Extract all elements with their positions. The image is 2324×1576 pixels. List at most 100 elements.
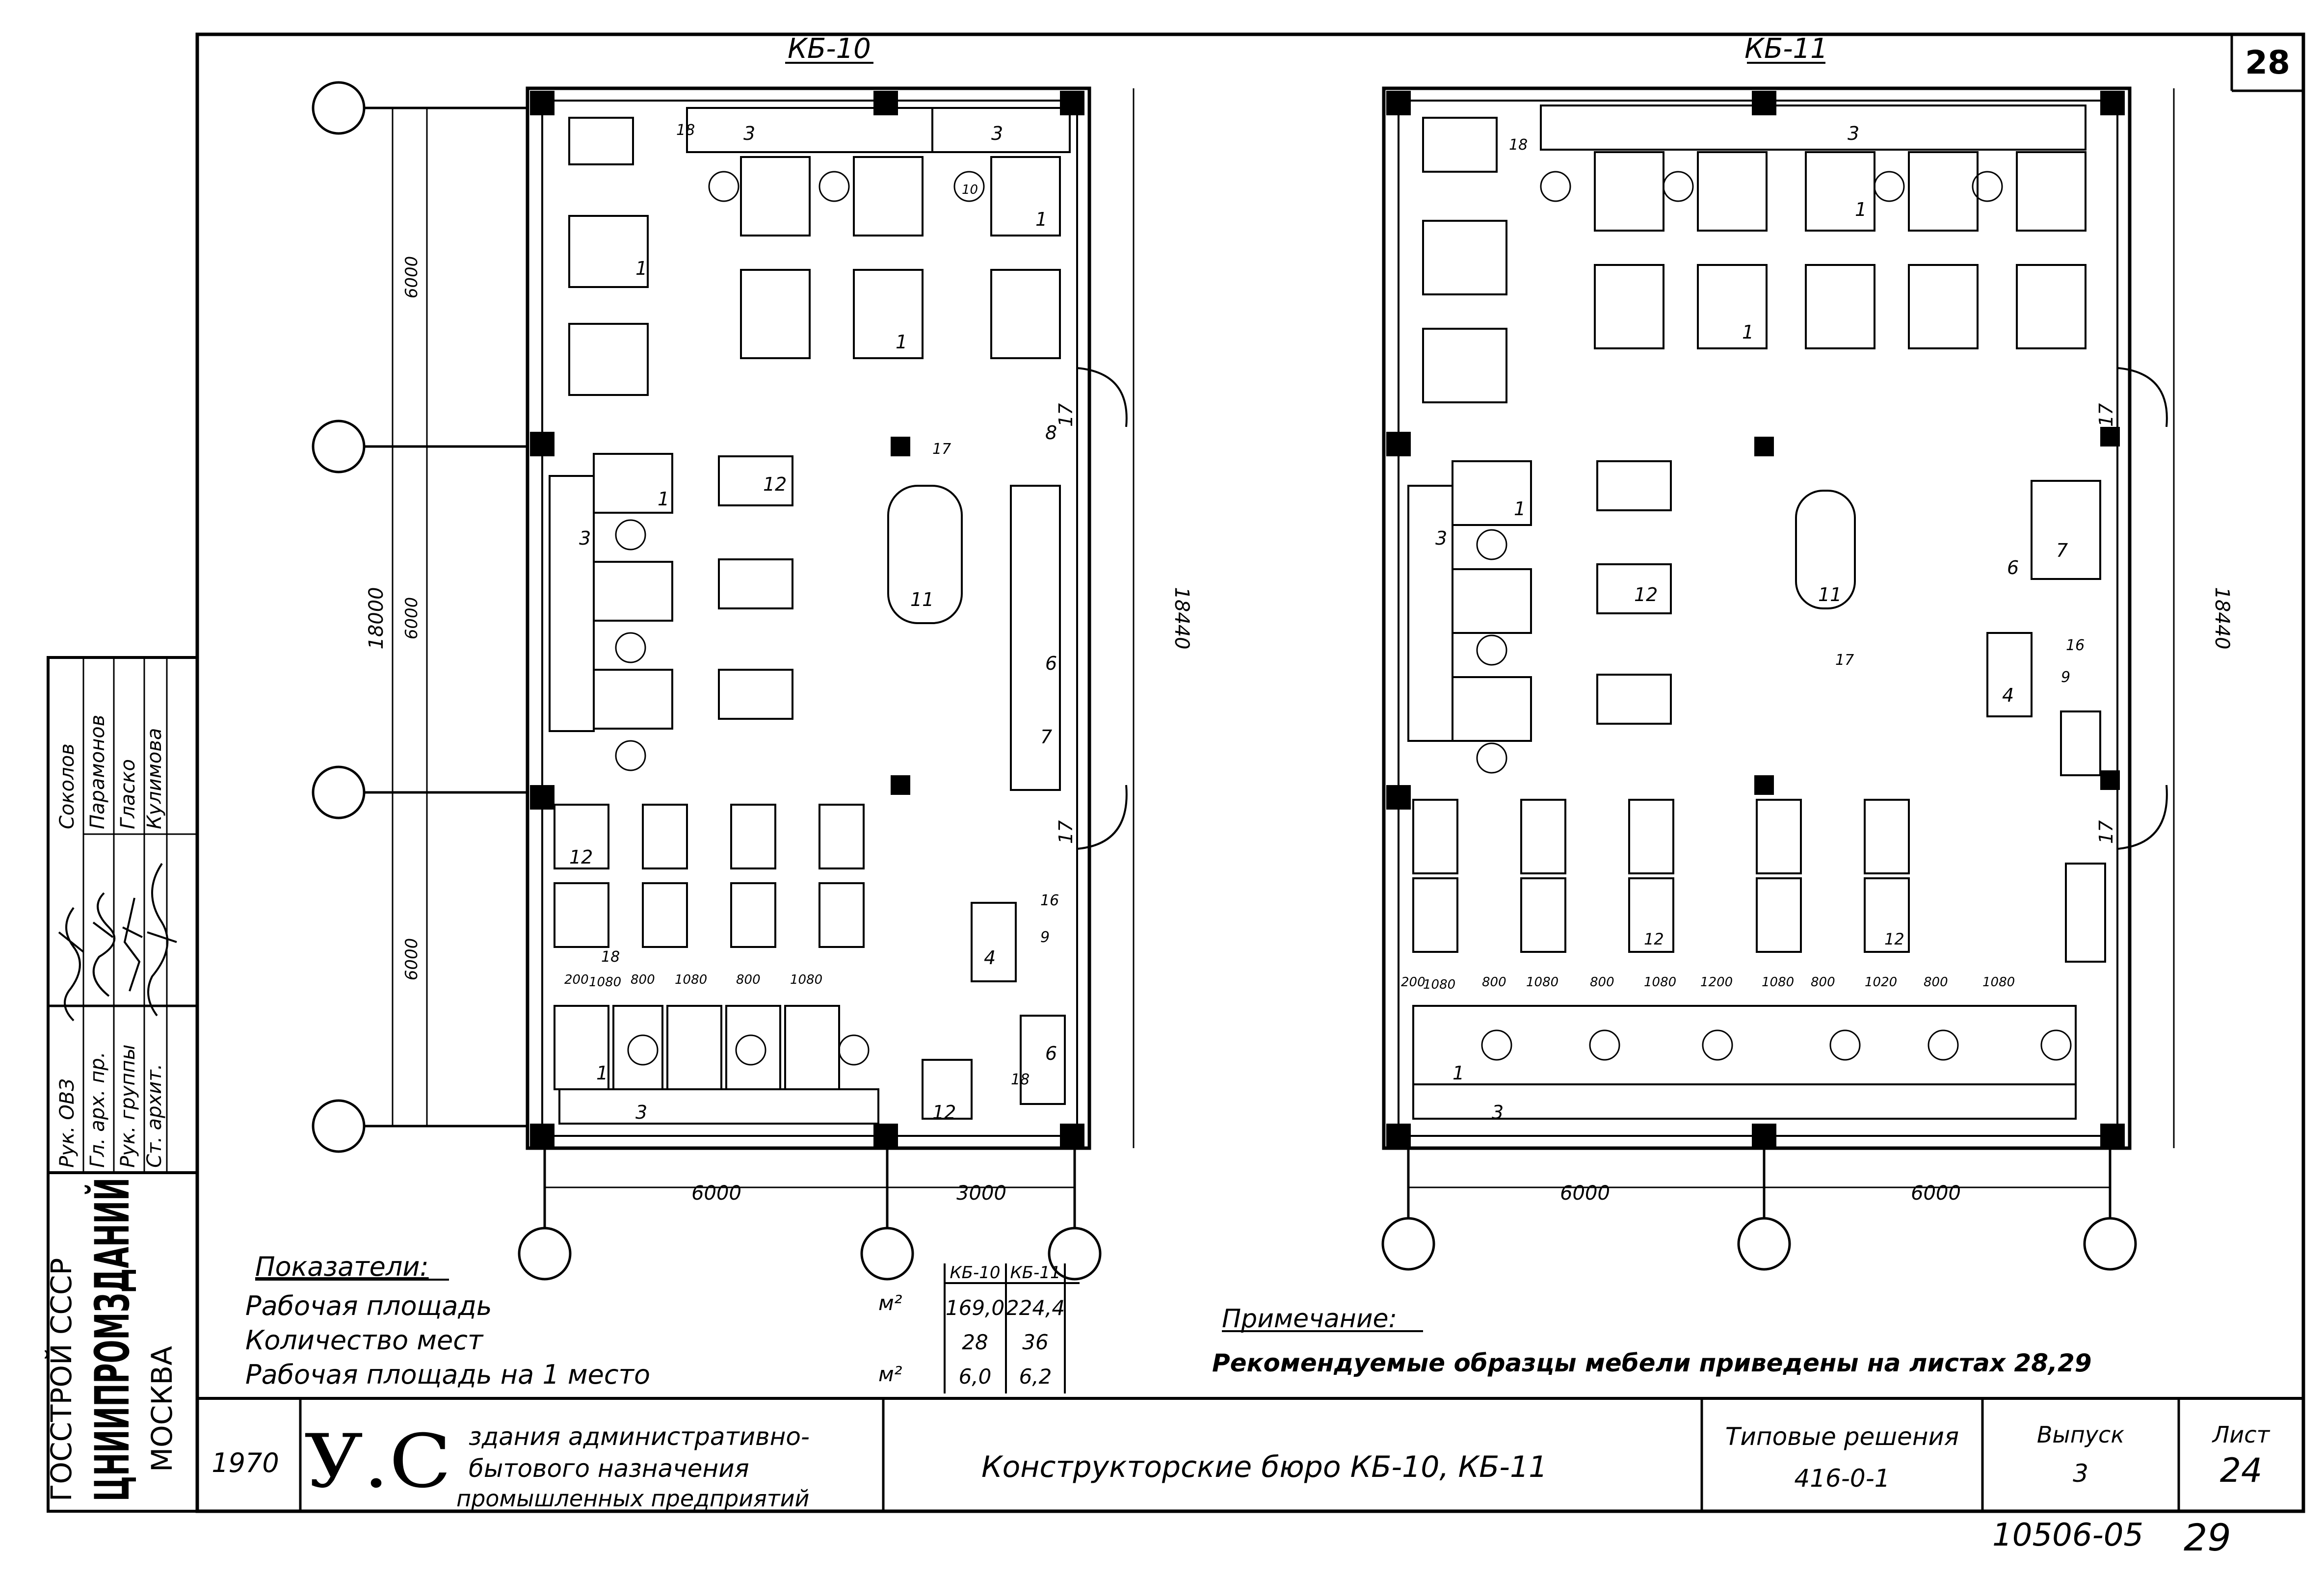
- fn-label: 1: [896, 331, 907, 353]
- plan-kb10-dim-total: 18000: [365, 587, 388, 649]
- kb11-fdim: 800: [1590, 975, 1614, 990]
- indicator-row-2-kb11: 36: [1022, 1330, 1048, 1354]
- fn-label: 17: [2095, 820, 2117, 844]
- fn-label: 11: [1818, 584, 1842, 605]
- fn-label: 17: [1055, 820, 1077, 844]
- sheet-frame: 28: [195, 32, 2305, 1513]
- kb11-fdim: 1080: [1644, 975, 1676, 990]
- fn-label: 17: [2095, 403, 2117, 427]
- org-name-line2: ЦНИИПРОМЗДАНИЙ: [84, 1178, 140, 1501]
- indicator-row-1-kb10: 169,0: [946, 1296, 1004, 1320]
- fn-label: 4: [984, 947, 996, 969]
- indicator-row-3-kb11: 6,2: [1019, 1365, 1052, 1389]
- indicator-row-1-unit: м²: [878, 1291, 902, 1315]
- stamp-name-3: Гласко: [117, 759, 139, 829]
- stamp-name-4: Кулимова: [143, 728, 166, 829]
- plan-kb11-axes: [1381, 1148, 2137, 1271]
- fn-label: 1: [635, 258, 647, 279]
- fn-label: 3: [991, 123, 1003, 144]
- fn-label: 1: [1855, 199, 1867, 220]
- org-name-line1: ГОССТРОЙ СССР: [44, 1258, 78, 1501]
- indicator-row-3-kb10: 6,0: [959, 1365, 992, 1389]
- fn-label: 1: [658, 488, 669, 510]
- archive-number: 10506-05: [1992, 1517, 2143, 1553]
- plan-kb11-dim-b2: 6000: [1911, 1182, 1961, 1205]
- fn-label: 9: [2061, 669, 2070, 686]
- kb11-fdim: 1080: [1762, 975, 1794, 990]
- plan-kb11: КБ-11: [1381, 33, 2233, 1271]
- plan-kb11-columns: [1386, 91, 2125, 1148]
- sheet-corner-number: 28: [2245, 44, 2290, 81]
- note-text: Рекомендуемые образцы мебели приведены н…: [1212, 1349, 2092, 1377]
- kb10-fdim: 1080: [675, 972, 707, 987]
- fn-label: 16: [1040, 892, 1059, 909]
- page-number: 29: [2184, 1516, 2231, 1559]
- plan-kb11-dim-b1: 6000: [1560, 1182, 1610, 1205]
- plan-kb11-label: КБ-11: [1744, 33, 1828, 65]
- signatures: [58, 863, 177, 1022]
- kb11-fdim: 1080: [1526, 975, 1558, 990]
- title-sheet-label: Лист: [2212, 1421, 2271, 1448]
- fn-label: 17: [932, 441, 951, 458]
- title-subject-line2: бытового назначения: [469, 1454, 749, 1483]
- plan-kb10-dim-v1: 6000: [402, 256, 422, 299]
- indicator-row-2-label: Количество мест: [245, 1325, 484, 1356]
- kb11-fdim: 1200: [1700, 975, 1733, 990]
- fn-label: 12: [1634, 584, 1658, 605]
- plan-kb10-axes: [312, 81, 1102, 1281]
- kb10-fdim: 800: [736, 972, 761, 987]
- title-sheet-value: 24: [2220, 1451, 2263, 1490]
- title-subject-line1: здания административно-: [469, 1422, 810, 1451]
- plan-kb10-dim-b2: 3000: [956, 1182, 1006, 1205]
- indicator-row-1-kb11: 224,4: [1006, 1296, 1065, 1320]
- plan-kb10-label: КБ-10: [788, 33, 871, 65]
- fn-label: 7: [2056, 540, 2068, 561]
- indicators: Показатели: КБ-10 КБ-11 Рабочая площадь …: [245, 1251, 1080, 1393]
- title-series-mark: У.С: [304, 1419, 451, 1504]
- fn-label: 3: [1492, 1102, 1504, 1123]
- plan-kb11-dim-right: 18440: [2211, 587, 2233, 649]
- note-heading: Примечание:: [1222, 1304, 1397, 1334]
- kb11-fdim: 800: [1811, 975, 1835, 990]
- kb11-fdim: 800: [1924, 975, 1948, 990]
- fn-label: 3: [1848, 123, 1859, 144]
- kb10-fdim: 1080: [790, 972, 822, 987]
- fn-label: 6: [1045, 653, 1057, 674]
- plan-kb10-dim-v2: 6000: [402, 597, 422, 640]
- fn-label: 3: [743, 123, 755, 144]
- side-stamp: Рук. ОВЗ Гл. арх. пр. Рук. группы Ст. ар…: [44, 656, 199, 1513]
- kb11-fdim: 1080: [1982, 975, 2015, 990]
- stamp-role-2: Гл. арх. пр.: [86, 1051, 109, 1168]
- title-block: 1970 У.С здания административно- бытовог…: [211, 1398, 2270, 1512]
- indicators-heading: Показатели:: [255, 1251, 429, 1282]
- fn-label: 11: [910, 589, 934, 610]
- stamp-name-2: Парамонов: [86, 715, 109, 829]
- fn-label: 1: [1514, 498, 1526, 520]
- kb10-fdim: 200: [564, 972, 589, 987]
- fn-label: 4: [2002, 684, 2014, 706]
- plan-kb10-wall: [526, 86, 1091, 1150]
- plan-kb10: КБ-10: [312, 33, 1193, 1281]
- fn-label: 12: [1884, 930, 1904, 948]
- plan-kb10-desks: [549, 107, 1071, 1125]
- fn-label: 12: [1644, 930, 1664, 948]
- door-kb11-1: [2117, 367, 2168, 427]
- kb10-fdim: 800: [631, 972, 655, 987]
- indicators-col-kb10: КБ-10: [950, 1263, 1001, 1283]
- kb10-fdim: 1080: [589, 975, 621, 990]
- plan-kb10-dim-right: 18440: [1170, 587, 1193, 649]
- kb11-fdim: 800: [1482, 975, 1506, 990]
- fn-label: 8: [1045, 422, 1057, 444]
- stamp-role-1: Рук. ОВЗ: [56, 1078, 79, 1168]
- fn-label: 18: [676, 122, 695, 139]
- fn-label: 18: [1509, 136, 1528, 154]
- plan-kb11-chairs: [1476, 171, 2072, 1061]
- plan-kb10-dimlines: [392, 88, 1135, 1188]
- fn-label: 1: [596, 1062, 608, 1084]
- fn-label: 18: [601, 948, 620, 966]
- door-kb10-1: [1077, 367, 1128, 427]
- plan-kb11-dimlines: [1408, 88, 2175, 1188]
- plan-kb10-dim-b1: 6000: [691, 1182, 741, 1205]
- fn-label: 17: [1055, 403, 1077, 427]
- fn-label: 6: [2007, 557, 2019, 578]
